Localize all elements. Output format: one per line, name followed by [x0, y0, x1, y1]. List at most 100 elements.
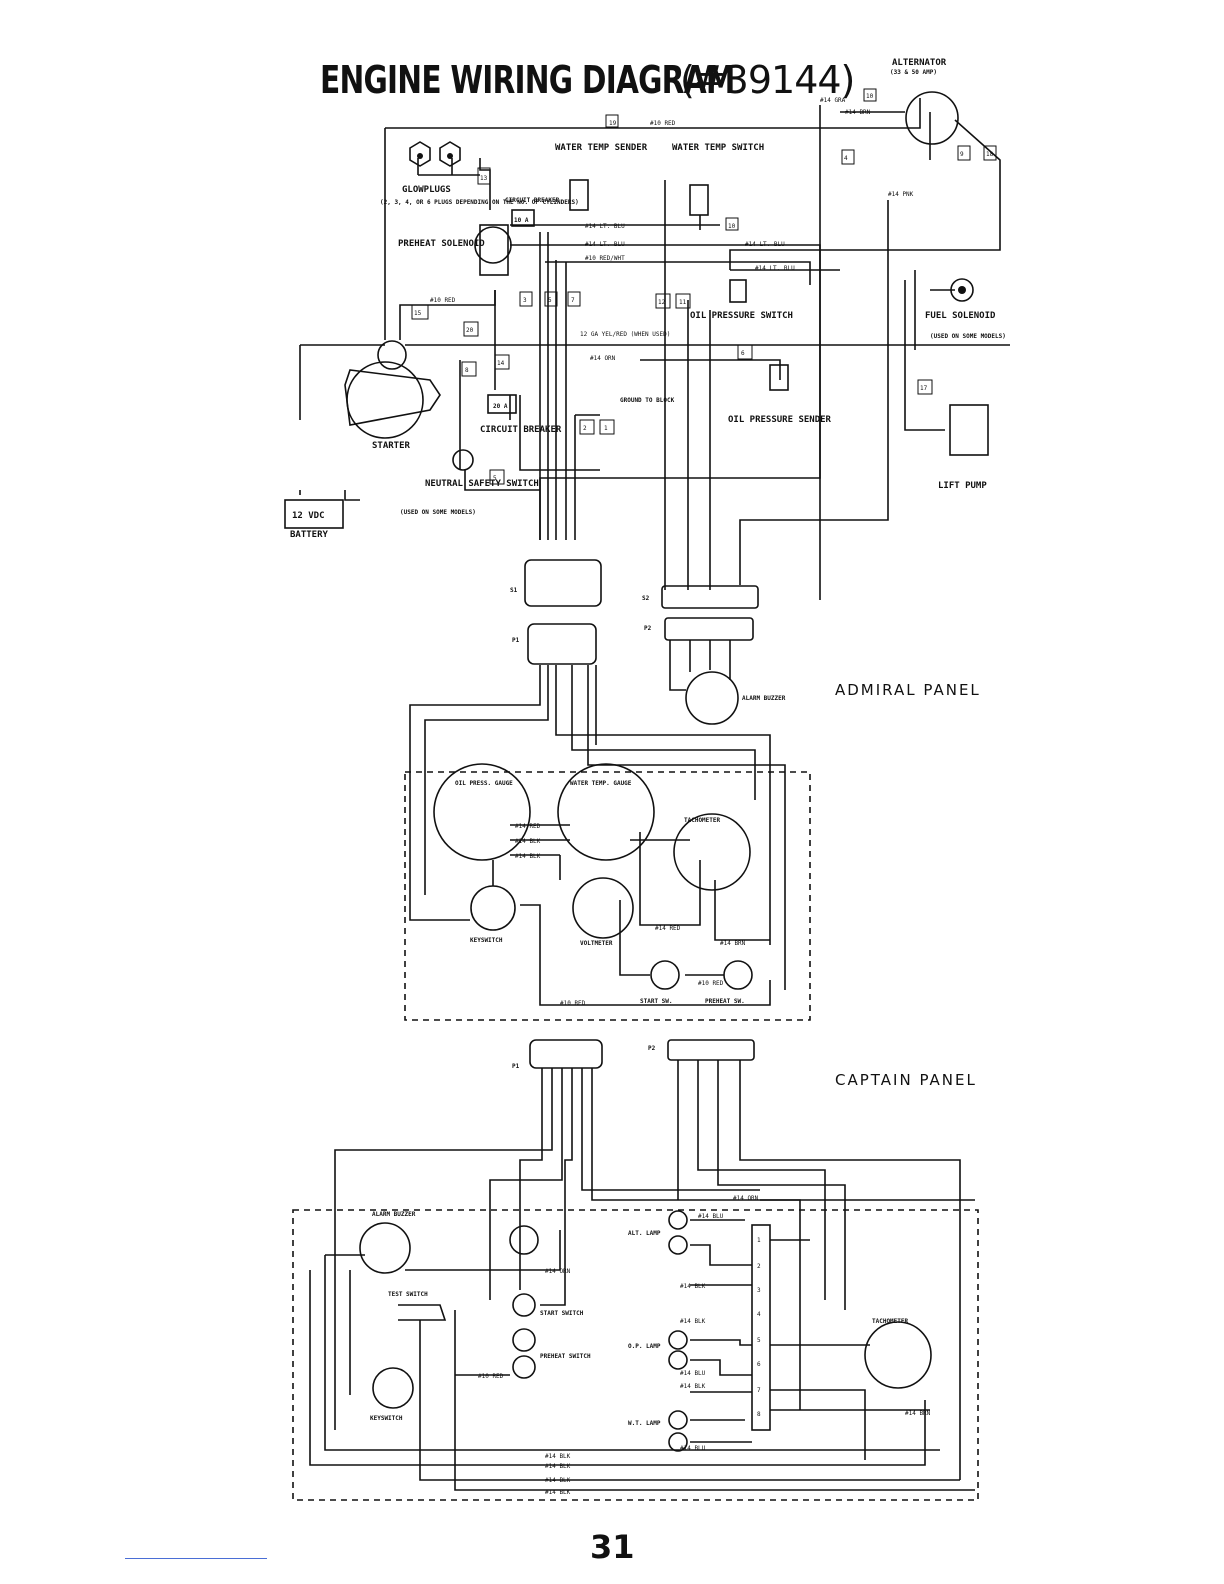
wire-label-blk14-c: #14 BLK	[680, 1283, 706, 1290]
circuit-breaker-top-label: CIRCUIT BREAKER	[505, 197, 560, 204]
wire-label-gra: #14 GRA	[820, 97, 846, 104]
wire-label-orn: #14 ORN	[590, 355, 616, 362]
svg-text:7: 7	[571, 297, 575, 304]
battery-label: BATTERY	[290, 530, 329, 540]
wire-label-12ga: 12 GA YEL/RED (WHEN USED)	[580, 331, 670, 338]
start-switch-label: START SWITCH	[540, 1310, 584, 1317]
wt-lamp-label: W.T. LAMP	[628, 1420, 661, 1427]
wire-label-ltblu-3: #14 LT. BLU	[745, 241, 785, 248]
alarm-buzzer-label: ALARM BUZZER	[742, 695, 786, 702]
glowplugs-label: GLOWPLUGS	[402, 185, 451, 195]
wire-label-blk-2: #14 BLK	[545, 1463, 571, 1470]
admiral-panel-label: ADMIRAL PANEL	[835, 681, 981, 699]
tachometer-label: TACHOMETER	[684, 817, 721, 824]
wire-label-ltblu-2: #14 LT. BLU	[585, 241, 625, 248]
wire-label-19: #10 RED	[650, 120, 676, 127]
svg-text:20: 20	[466, 327, 474, 334]
page-title: ENGINE WIRING DIAGRAM(#39144)	[320, 58, 855, 102]
svg-text:11: 11	[679, 299, 687, 306]
water-temp-switch-label: WATER TEMP SWITCH	[672, 143, 764, 153]
circuit-breaker-bottom-label: CIRCUIT BREAKER	[480, 425, 562, 435]
preheat-solenoid-label: PREHEAT SOLENOID	[398, 239, 485, 249]
oil-pressure-sender-label: OIL PRESSURE SENDER	[728, 415, 832, 425]
battery-voltage: 12 VDC	[292, 511, 325, 521]
captain-alarm-buzzer-label: ALARM BUZZER	[372, 1211, 416, 1218]
captain-keyswitch-label: KEYSWITCH	[370, 1415, 403, 1422]
wire-label-brn: #14 BRN	[845, 109, 871, 116]
footer-rule	[125, 1558, 267, 1559]
wire-label-blk14-e: #14 BLK	[680, 1383, 706, 1390]
wire-label-redwht: #10 RED/WHT	[585, 255, 625, 262]
preheat-switch-label: PREHEAT SWITCH	[540, 1353, 591, 1360]
neutral-note: (USED ON SOME MODELS)	[400, 509, 476, 516]
oil-press-gauge-label: OIL PRESS. GAUGE	[455, 780, 513, 787]
terminal-4: 4	[757, 1311, 761, 1318]
svg-text:14: 14	[497, 360, 505, 367]
svg-text:19: 19	[609, 120, 617, 127]
terminal-2: 2	[757, 1263, 761, 1270]
svg-text:13: 13	[480, 175, 488, 182]
svg-text:15: 15	[414, 310, 422, 317]
wire-label-blk-1: #14 BLK	[545, 1453, 571, 1460]
cb-bottom-rating: 20 A	[493, 403, 508, 410]
op-lamp-label: O.P. LAMP	[628, 1343, 661, 1350]
wire-label-brn-b: #14 BRN	[905, 1410, 931, 1417]
wire-label-red10-d: #10 RED	[478, 1373, 504, 1380]
svg-text:8: 8	[465, 367, 469, 374]
wire-label-blk14-d: #14 BLK	[680, 1318, 706, 1325]
wire-label-blk-3: #14 BLK	[545, 1477, 571, 1484]
svg-text:2: 2	[583, 425, 587, 432]
terminal-6: 6	[757, 1361, 761, 1368]
wire-label-ltblu-4: #14 LT. BLU	[755, 265, 795, 272]
glowplugs-note: (2, 3, 4, OR 6 PLUGS DEPENDING ON THE NO…	[380, 199, 579, 206]
svg-text:10: 10	[728, 223, 736, 230]
alt-lamp-label: ALT. LAMP	[628, 1230, 661, 1237]
title-number: (#39144)	[680, 58, 855, 102]
captain-tachometer-label: TACHOMETER	[872, 1318, 909, 1325]
svg-text:3: 3	[523, 297, 527, 304]
terminal-7: 7	[757, 1387, 761, 1394]
connector-p2-captain: P2	[648, 1045, 656, 1052]
alternator-note: (33 & 50 AMP)	[890, 69, 937, 76]
terminal-5: 5	[757, 1337, 761, 1344]
wire-label-orn14-b: #14 ORN	[733, 1195, 759, 1202]
svg-text:10: 10	[866, 93, 874, 100]
connector-p1-captain: P1	[512, 1063, 520, 1070]
svg-text:12: 12	[658, 299, 666, 306]
connector-s2: S2	[642, 595, 650, 602]
fuel-solenoid-note: (USED ON SOME MODELS)	[930, 333, 1006, 340]
wire-label-brn-a: #14 BRN	[720, 940, 746, 947]
wire-label-blu14-a: #14 BLU	[698, 1213, 724, 1220]
svg-text:5: 5	[548, 297, 552, 304]
wire-label-blk14-a: #14 BLK	[515, 838, 541, 845]
wire-label-red10: #10 RED	[430, 297, 456, 304]
keyswitch-label: KEYSWITCH	[470, 937, 503, 944]
terminal-3: 3	[757, 1287, 761, 1294]
starter-label: STARTER	[372, 441, 411, 451]
svg-text:9: 9	[960, 151, 964, 158]
wire-label-red10-c: #10 RED	[698, 980, 724, 987]
water-temp-gauge-label: WATER TEMP. GAUGE	[570, 780, 632, 787]
connector-p1: P1	[512, 637, 520, 644]
test-switch-label: TEST SWITCH	[388, 1291, 428, 1298]
ground-to-block-label: GROUND TO BLOCK	[620, 397, 675, 404]
svg-text:5: 5	[493, 475, 497, 482]
wire-label-orn14: #14 ORN	[545, 1268, 571, 1275]
cb-top-rating: 10 A	[514, 217, 529, 224]
fuel-solenoid-label: FUEL SOLENOID	[925, 311, 996, 321]
title-main: ENGINE WIRING DIAGRAM	[320, 58, 735, 102]
wire-label-red10-b: #10 RED	[560, 1000, 586, 1007]
wire-label-pnk: #14 PNK	[888, 191, 914, 198]
wire-label-blu14-c: #14 BLU	[680, 1445, 706, 1452]
wire-label-red14-a: #14 RED	[515, 823, 541, 830]
wire-label-ltblu-1: #14 LT. BLU	[585, 223, 625, 230]
lift-pump-label: LIFT PUMP	[938, 481, 987, 491]
wire-label-blu14-b: #14 BLU	[680, 1370, 706, 1377]
voltmeter-label: VOLTMETER	[580, 940, 613, 947]
svg-text:18: 18	[986, 151, 994, 158]
page-number: 31	[590, 1528, 635, 1566]
svg-text:17: 17	[920, 385, 928, 392]
wire-label-red14-b: #14 RED	[655, 925, 681, 932]
wire-label-blk14-b: #14 BLK	[515, 853, 541, 860]
